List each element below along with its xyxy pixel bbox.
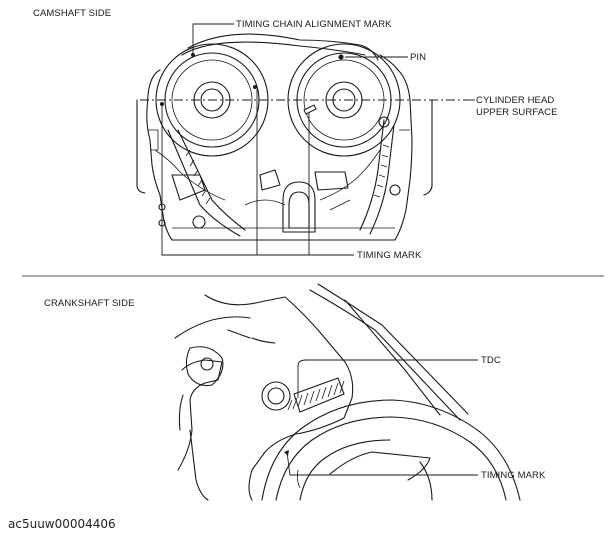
camshaft-timing-mark-label: TIMING MARK — [357, 250, 422, 261]
cylinder-head-label-line1: CYLINDER HEAD — [476, 95, 555, 106]
crankshaft-side-heading: CRANKSHAFT SIDE — [44, 298, 135, 309]
pin-label: PIN — [410, 52, 427, 63]
camshaft-assembly — [136, 33, 470, 241]
cylinder-head-label-line2: UPPER SURFACE — [476, 107, 558, 118]
camshaft-side-heading: CAMSHAFT SIDE — [33, 8, 112, 19]
figure-id: ac5uuw00004406 — [8, 517, 116, 531]
camshaft-leader-lines — [161, 23, 475, 256]
crankshaft-timing-mark-label: TIMING MARK — [481, 470, 546, 481]
crankshaft-assembly — [174, 283, 521, 501]
timing-chain-alignment-mark-label: TIMING CHAIN ALIGNMENT MARK — [236, 19, 392, 30]
tdc-label: TDC — [481, 355, 501, 366]
crankshaft-leader-lines — [286, 359, 478, 476]
